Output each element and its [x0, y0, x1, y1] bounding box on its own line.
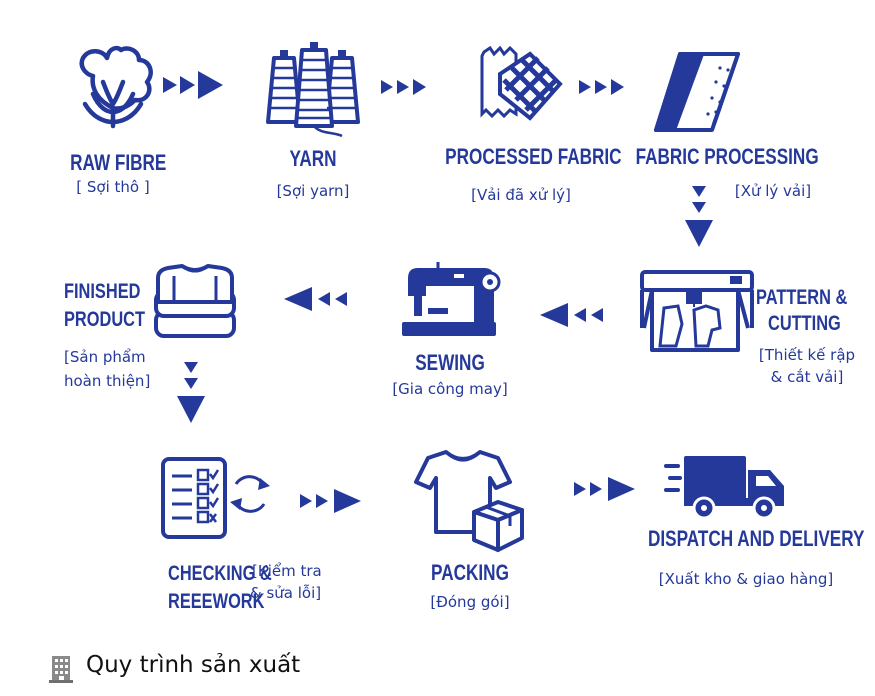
- caption-text: Quy trình sản xuất: [86, 652, 301, 678]
- step-title-processed-fabric: PROCESSED FABRIC: [445, 144, 622, 169]
- step-title-raw-fibre: RAW FIBRE: [70, 150, 167, 175]
- step-subtitle-pattern-cutting: [Thiết kế rập: [758, 346, 856, 364]
- folded-clothes-icon: [154, 264, 236, 338]
- yarn-spools-icon: [266, 42, 360, 138]
- step-title-yarn: YARN: [289, 146, 337, 171]
- arrow-left-icon: [540, 303, 603, 327]
- step-title-finished-product-line2: PRODUCT: [64, 308, 145, 331]
- sewing-machine-icon: [402, 262, 501, 336]
- delivery-truck-icon: [664, 456, 784, 520]
- step-title-checking-rework: CHECKING &: [168, 562, 272, 585]
- step-subtitle-dispatch-delivery: [Xuất kho & giao hàng]: [658, 570, 834, 588]
- step-subtitle-checking-rework-line2: & sửa lỗi]: [250, 584, 322, 602]
- shirt-box-icon: [414, 450, 524, 552]
- step-title-pattern-cutting: PATTERN &: [756, 286, 848, 309]
- step-subtitle-finished-product: [Sản phẩm: [64, 348, 146, 366]
- step-subtitle-yarn: [Sợi yarn]: [276, 182, 350, 200]
- arrow-right-icon: [579, 79, 624, 95]
- step-subtitle-packing: [Đóng gói]: [430, 593, 510, 611]
- cotton-icon: [79, 45, 153, 129]
- step-subtitle-pattern-cutting-line2: & cắt vải]: [770, 368, 844, 386]
- arrow-down-icon: [177, 362, 205, 423]
- step-title-pattern-cutting-line2: CUTTING: [768, 312, 841, 335]
- fabric-roll-icon: [654, 52, 740, 132]
- step-title-checking-rework-line2: REEEWORK: [168, 590, 265, 613]
- arrow-right-icon: [574, 477, 635, 501]
- step-subtitle-checking-rework: [Kiểm tra: [252, 562, 322, 580]
- arrow-right-icon: [300, 489, 361, 513]
- step-title-dispatch-delivery: DISPATCH AND DELIVERY: [648, 526, 865, 551]
- woven-fabric-icon: [480, 45, 563, 121]
- step-title-fabric-processing: FABRIC PROCESSING: [635, 144, 819, 169]
- building-icon: [49, 656, 73, 683]
- step-subtitle-fabric-processing: [Xử lý vải]: [734, 182, 812, 200]
- plotter-icon: [640, 270, 754, 352]
- checklist-tablet-icon: [161, 457, 270, 539]
- step-title-packing: PACKING: [431, 560, 509, 585]
- arrow-right-icon: [163, 71, 223, 99]
- step-title-sewing: SEWING: [415, 350, 485, 375]
- step-title-finished-product: FINISHED: [64, 280, 141, 303]
- arrow-right-icon: [381, 79, 426, 95]
- arrow-left-icon: [284, 287, 347, 311]
- step-subtitle-sewing: [Gia công may]: [392, 380, 508, 398]
- step-subtitle-processed-fabric: [Vải đã xử lý]: [471, 186, 571, 204]
- step-subtitle-finished-product-line2: hoàn thiện]: [64, 372, 151, 390]
- step-subtitle-raw-fibre: [ Sợi thô ]: [76, 178, 150, 196]
- arrow-down-icon: [685, 186, 713, 247]
